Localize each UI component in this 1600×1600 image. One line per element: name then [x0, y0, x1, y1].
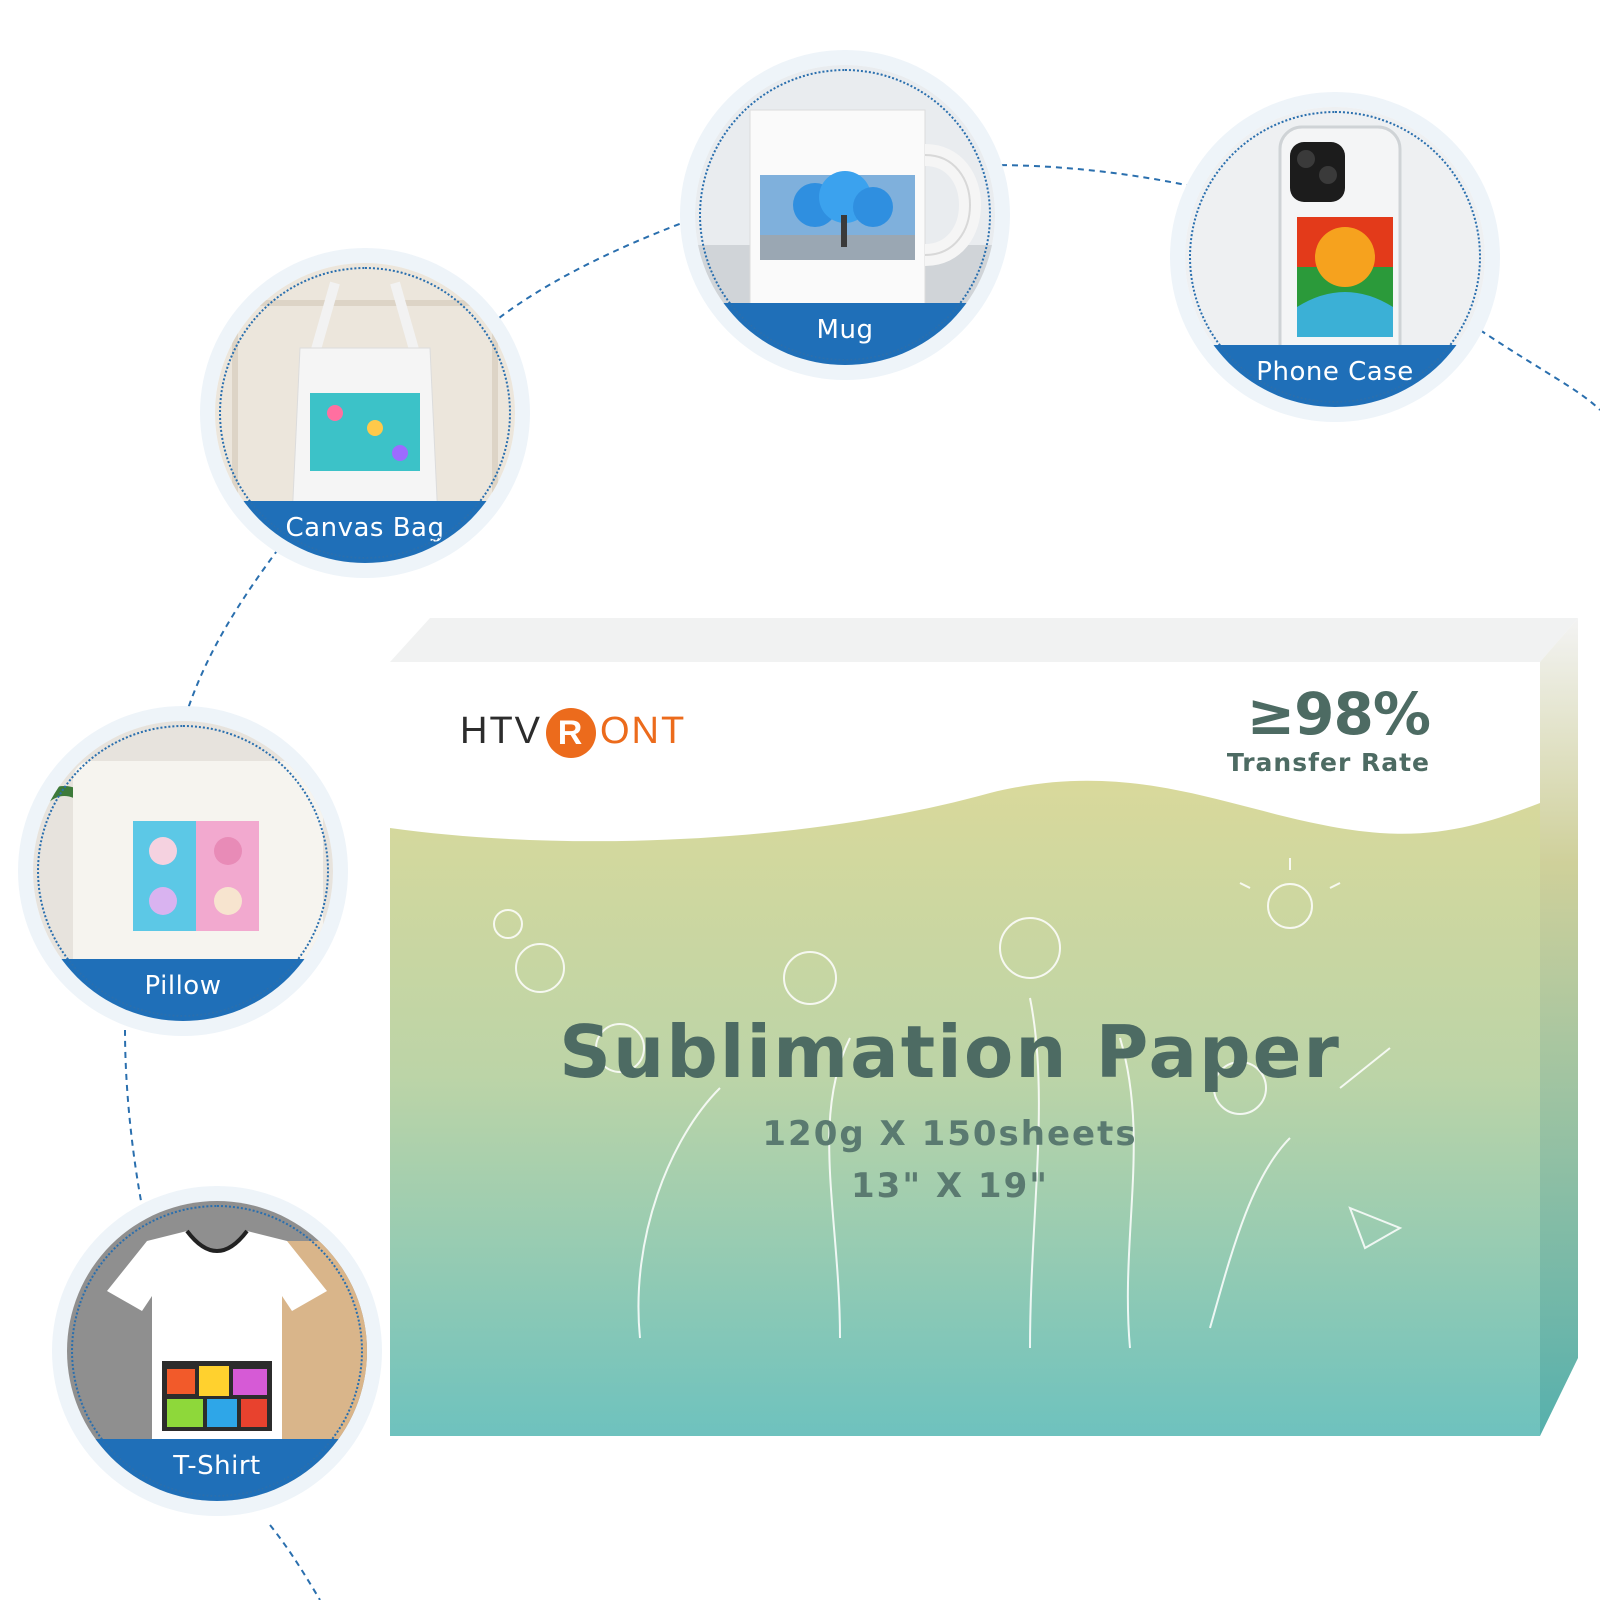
use-label-canvas-bag: Canvas Bag: [215, 501, 515, 563]
use-t-shirt: T-Shirt: [52, 1186, 382, 1516]
use-label-t-shirt: T-Shirt: [67, 1439, 367, 1501]
use-phone-case: Phone Case: [1170, 92, 1500, 422]
spec-weight-count: 120g X 150sheets: [762, 1114, 1138, 1154]
use-label-phone-case: Phone Case: [1185, 345, 1485, 407]
use-mug: Mug: [680, 50, 1010, 380]
brand-suffix: ONT: [600, 710, 687, 753]
use-label-pillow: Pillow: [33, 959, 333, 1021]
brand-prefix: HTV: [460, 710, 542, 753]
transfer-rate-label: Transfer Rate: [1226, 748, 1430, 777]
use-label-mug: Mug: [695, 303, 995, 365]
spec-size: 13" X 19": [851, 1166, 1049, 1206]
use-pillow: Pillow: [18, 706, 348, 1036]
product-title: Sublimation Paper: [559, 1010, 1341, 1094]
transfer-rate-value: ≥98%: [1246, 680, 1431, 748]
brand-badge: R: [546, 708, 596, 758]
product-box-graphic: [390, 618, 1578, 1436]
use-canvas-bag: Canvas Bag: [200, 248, 530, 578]
mug-photo: [695, 65, 995, 365]
